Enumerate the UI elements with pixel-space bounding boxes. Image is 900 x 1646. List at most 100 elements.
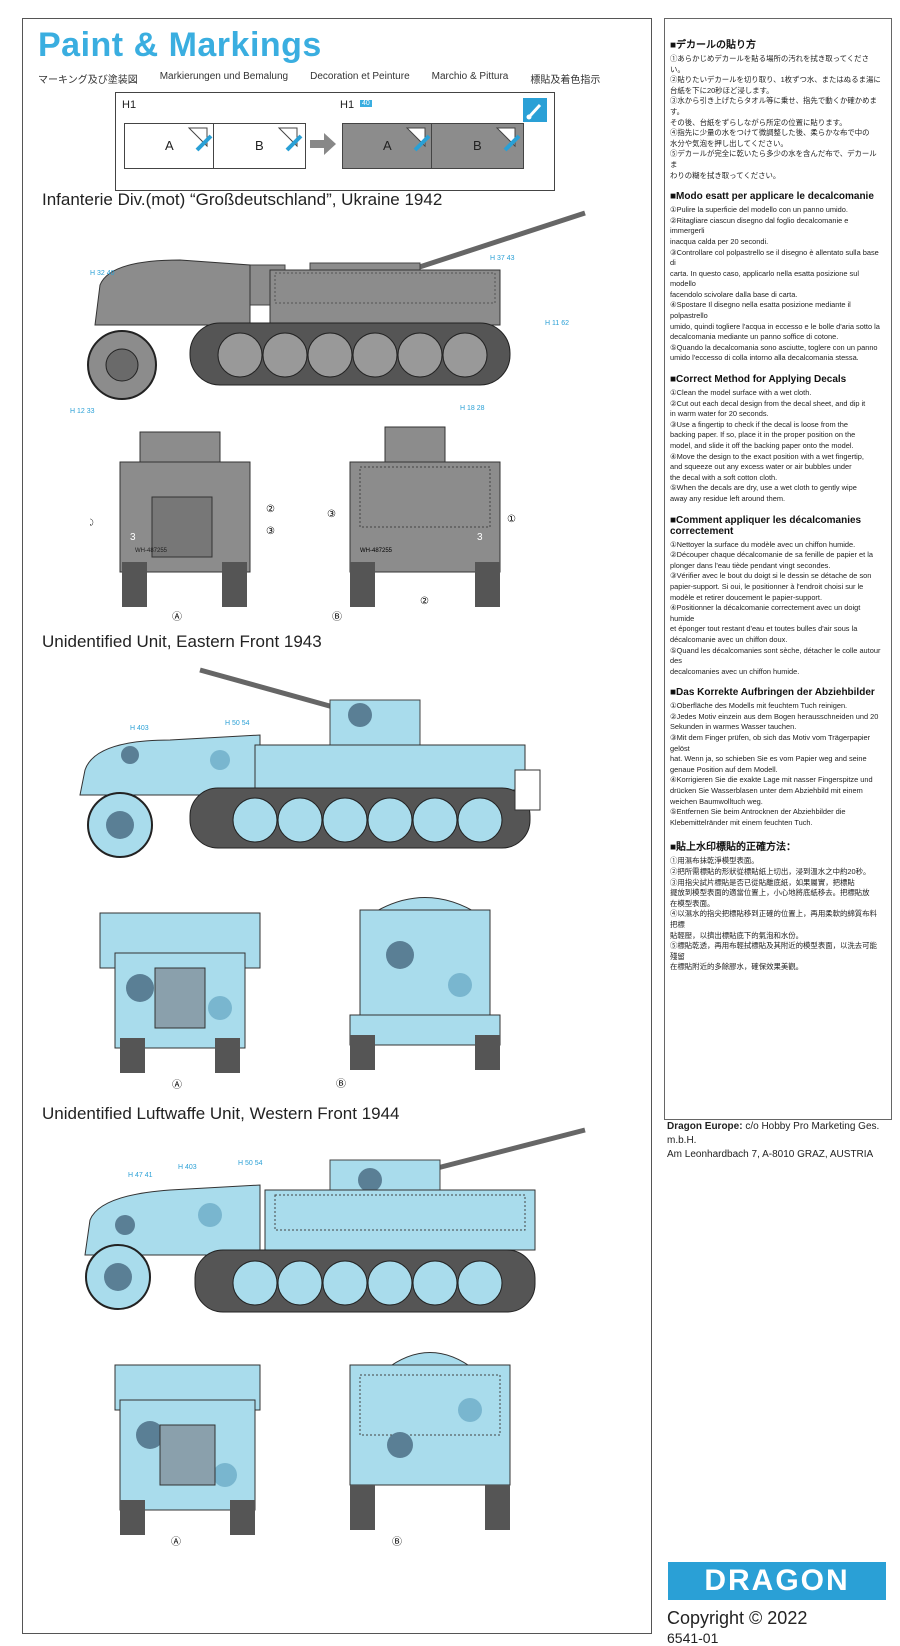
instruction-line: 在模型表面。 [670, 898, 715, 908]
callout-label: H 12 33 [70, 408, 95, 415]
marker-3: ③ [327, 509, 336, 520]
instruction-block: ■Das Korrekte Aufbringen der Abziehbilde… [670, 687, 882, 828]
paint-markings-frame [22, 18, 652, 1634]
instruction-line: ②Ritagliare ciascun disegno dal foglio d… [670, 215, 849, 236]
h1-label-left: H1 [122, 99, 137, 111]
decal-sheet-painted: A B [342, 123, 524, 169]
instruction-line: ③Controllare col polpastrello se il dise… [670, 247, 879, 268]
marker-1: ① [90, 518, 94, 529]
callout-label: H 403 [178, 1164, 197, 1171]
distributor-line2: Am Leonhardbach 7, A-8010 GRAZ, AUSTRIA [667, 1149, 874, 1160]
marker-a: Ⓐ [172, 611, 182, 622]
instruction-line: decalcomanies avec un chiffon humide. [670, 666, 800, 676]
scheme-1-title: Infanterie Div.(mot) “Großdeutschland”, … [42, 190, 443, 209]
arrow-right-icon [310, 133, 336, 155]
instruction-block: ■貼上水印標貼的正確方法：①用濕布抹乾淨模型表面。②把所需標貼的形狀從標貼紙上切… [670, 838, 882, 973]
instruction-title: ■Das Korrekte Aufbringen der Abziehbilde… [670, 687, 875, 699]
instruction-line: away any residue left around them. [670, 493, 786, 503]
instruction-line: plonger dans l'eau tiède pendant vingt s… [670, 560, 831, 570]
callout-label: H 50 54 [238, 1160, 263, 1167]
license-plate: WH-487255 [135, 548, 168, 554]
instruction-line: the decal with a soft cotton cloth. [670, 472, 778, 482]
instruction-line: ③Mit dem Finger prüfen, ob sich das Moti… [670, 733, 871, 753]
subtitle-it: Marchio & Pittura [431, 71, 509, 82]
copyright-text: Copyright © 2022 [667, 1608, 808, 1628]
instruction-title: ■Comment appliquer les décalcomanies cor… [670, 514, 862, 537]
instruction-line: ⑤Entfernen Sie beim Antrocknen der Abzie… [670, 807, 846, 817]
instruction-line: Klebemittelränder mit einem feuchten Tuc… [670, 817, 813, 827]
instruction-line: ④Move the design to the exact position w… [670, 451, 864, 461]
callout-label: H 50 54 [225, 720, 250, 727]
instruction-line: ⑤Quand les décalcomanies sont sèche, dét… [670, 645, 881, 666]
marker-b: Ⓑ [336, 1078, 346, 1090]
part-number-tag: 40 [360, 100, 372, 107]
instruction-line: modèle et retirer doucement le papier-su… [670, 592, 822, 602]
instruction-line: hat. Wenn ja, so schieben Sie es vom Pap… [670, 754, 867, 764]
instruction-title: ■Modo esatt per applicare le decalcomani… [670, 191, 874, 203]
peel-arrow-icon [405, 127, 431, 152]
dragon-logo: DRAGON [668, 1562, 886, 1600]
instruction-line: décalcomanie avec un chiffon doux. [670, 634, 788, 644]
scheme-1-side-view: H 32 40 H 37 43 H 11 62 H 12 33 H 18 28 [70, 210, 586, 415]
instruction-line: umido, quindi togliere l'acqua in eccess… [670, 321, 880, 331]
scheme-2-side-view: H 403 H 50 54 [79, 667, 541, 858]
instruction-line: drücken Sie Wasserblasen unter dem Abzie… [670, 786, 863, 796]
instruction-line: model, and slide it off the backing pape… [670, 441, 854, 450]
instruction-line: ④Spostare Il disegno nella esatta posizi… [670, 300, 851, 321]
decal-sheet-plain: A B [124, 123, 306, 169]
peel-arrow-icon [277, 127, 303, 152]
instruction-line: ④Positionner la décalcomanie correctemen… [670, 603, 861, 623]
callout-label: H 32 40 [90, 270, 115, 277]
instruction-line: 水分や気泡を押し出してください。 [670, 138, 788, 148]
instruction-line: decalcomania mediante un panno soffice d… [670, 332, 839, 342]
instruction-line: わりの糊を拭き取ってください。 [670, 170, 781, 180]
instruction-line: ⑤デカールが完全に乾いたら多少の水を含んだ布で、デカールま [670, 149, 877, 169]
distributor-name: Dragon Europe: [667, 1121, 743, 1132]
instruction-line: ④指先に少量の水をつけて微調整した後、柔らかな布で中の [670, 128, 870, 138]
marker-1: ① [507, 514, 516, 525]
instruction-line: ①用濕布抹乾淨模型表面。 [670, 856, 759, 866]
marker-a: Ⓐ [172, 1079, 182, 1091]
scheme-2-rear-view: Ⓑ [336, 897, 501, 1090]
instruction-line: ③Vérifier avec le bout du doigt si le de… [670, 571, 872, 581]
subtitle-fr: Decoration et Peinture [310, 71, 410, 82]
multilingual-subtitles: マーキング及び塗装図 Markierungen und Bemalung Dec… [38, 71, 658, 86]
instruction-title: ■Correct Method for Applying Decals [670, 374, 847, 386]
marker-b: Ⓑ [392, 1536, 402, 1548]
instruction-line: carta. In questo caso, applicarlo nella … [670, 268, 859, 289]
marker-b: Ⓑ [332, 611, 342, 622]
instruction-block: ■Modo esatt per applicare le decalcomani… [670, 191, 882, 364]
scheme-2-front-view: Ⓐ [99, 912, 261, 1091]
subtitle-de: Markierungen und Bemalung [159, 71, 289, 82]
paint-brush-icon [523, 98, 547, 122]
instruction-line: facendolo scivolare dalla base di carta. [670, 289, 798, 299]
license-plate: WH-487255 [360, 548, 393, 554]
instruction-line: 在標貼附近的多餘膠水，確保效果美觀。 [670, 962, 804, 972]
instruction-line: weichen Baumwolltuch weg. [670, 796, 763, 806]
marker-3: ③ [266, 526, 275, 537]
decal-howto-diagram: H1 A B H1 40 A B [115, 92, 555, 191]
instruction-line: ⑤When the decals are dry, use a wet clot… [670, 483, 857, 493]
instruction-line: ③用指尖試片標貼是否已從貼離底紙，如果屬實，把標貼 [670, 877, 855, 887]
callout-label: H 47 41 [128, 1172, 153, 1179]
vehicle-number: 3 [130, 532, 136, 543]
vehicle-number: 3 [477, 532, 483, 543]
instruction-line: papier-support. Si oui, le positionner à… [670, 581, 864, 591]
instruction-line: ②Jedes Motiv einzein aus dem Bogen herau… [670, 711, 879, 721]
instruction-line: 台紙を下に20秒ほど浸します。 [670, 85, 774, 95]
instruction-line: ④以濕水的指尖把標貼移到正確的位置上，再用柔軟的綿質布料把標 [670, 909, 877, 929]
instruction-line: Sekunden in warmes Wasser tauchen. [670, 722, 797, 732]
scheme-3-side-view: H 47 41 H 403 H 50 54 [84, 1127, 586, 1313]
panel-a-label: A [165, 138, 174, 153]
instruction-line: ③Use a fingertip to check if the decal i… [670, 419, 848, 429]
instruction-line: ④Korrigieren Sie die exakte Lage mit nas… [670, 775, 873, 785]
instruction-line: ①Pulire la superficie del modello con un… [670, 205, 848, 215]
marker-2: ② [266, 504, 275, 515]
instruction-line: ⑤Quando la decalcomania sono asciutte, t… [670, 342, 878, 352]
instruction-line: ①Nettoyer la surface du modèle avec un c… [670, 539, 856, 549]
callout-label: H 18 28 [460, 405, 485, 412]
instruction-line: ②Découper chaque décalcomanie de sa feni… [670, 550, 874, 560]
instruction-title: ■デカールの貼り方 [670, 40, 757, 51]
instruction-line: ①あらかじめデカールを貼る場所の汚れを拭き取ってください。 [670, 54, 869, 74]
